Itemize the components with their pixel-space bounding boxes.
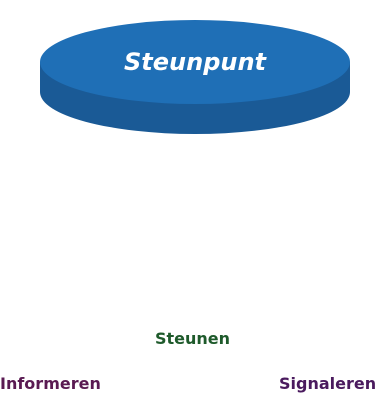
leg-left [61, 126, 121, 346]
leg-right-segment-3 [287, 273, 330, 346]
stool-seat: Steunpunt [40, 20, 350, 134]
leg-right [268, 126, 330, 346]
leg-left-segment-3 [61, 273, 103, 346]
label-signaleren: Signaleren [279, 374, 377, 393]
leg-right-segment-2 [268, 194, 326, 286]
seat-top [40, 20, 350, 104]
label-informeren: Informeren [0, 374, 101, 393]
leg-left-segment-2 [64, 194, 121, 286]
seat-title: Steunpunt [124, 48, 268, 76]
label-steunen: Steunen [155, 329, 231, 348]
